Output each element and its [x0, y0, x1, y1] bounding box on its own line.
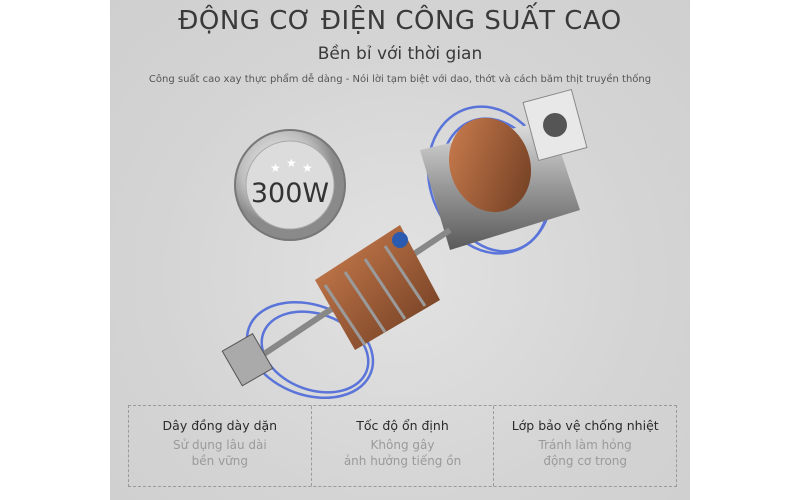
feature-title: Dây đồng dày dặn — [162, 418, 278, 433]
feature-text: ảnh hưởng tiếng ồn — [343, 454, 462, 468]
rotor — [221, 225, 452, 387]
svg-text:★: ★ — [302, 161, 313, 175]
feature-text: Sử dụng lâu dài — [172, 438, 267, 452]
feature-item: Tốc độ ổn định Không gây ảnh hưởng tiếng… — [312, 406, 495, 486]
feature-title: Lớp bảo vệ chống nhiệt — [511, 418, 659, 433]
feature-text: bền vững — [191, 454, 249, 468]
page-description: Công suất cao xay thực phẩm dễ dàng - Nó… — [148, 74, 652, 85]
feature-text: Tránh làm hỏng — [538, 438, 632, 452]
feature-title: Tốc độ ổn định — [356, 418, 449, 433]
product-poster: ĐỘNG CƠ ĐIỆN CÔNG SUẤT CAO Bền bỉ với th… — [110, 0, 690, 500]
power-badge: ★ ★ ★ — [234, 129, 346, 241]
feature-text: động cơ trong — [543, 454, 628, 468]
stator — [420, 88, 588, 250]
star-icon: ★ ★ ★ — [270, 156, 313, 175]
svg-text:★: ★ — [286, 156, 297, 170]
page-subtitle: Bền bỉ với thời gian — [317, 44, 483, 64]
page-title: ĐỘNG CƠ ĐIỆN CÔNG SUẤT CAO — [178, 6, 622, 36]
feature-text: Không gây — [370, 438, 435, 452]
feature-item: Lớp bảo vệ chống nhiệt Tránh làm hỏng độ… — [494, 406, 676, 486]
power-rating: 300W — [250, 178, 330, 209]
svg-text:★: ★ — [270, 161, 281, 175]
feature-item: Dây đồng dày dặn Sử dụng lâu dài bền vữn… — [129, 406, 312, 486]
motor-illustration: ★ ★ ★ — [221, 88, 588, 400]
features-box: Dây đồng dày dặn Sử dụng lâu dài bền vữn… — [128, 405, 677, 487]
